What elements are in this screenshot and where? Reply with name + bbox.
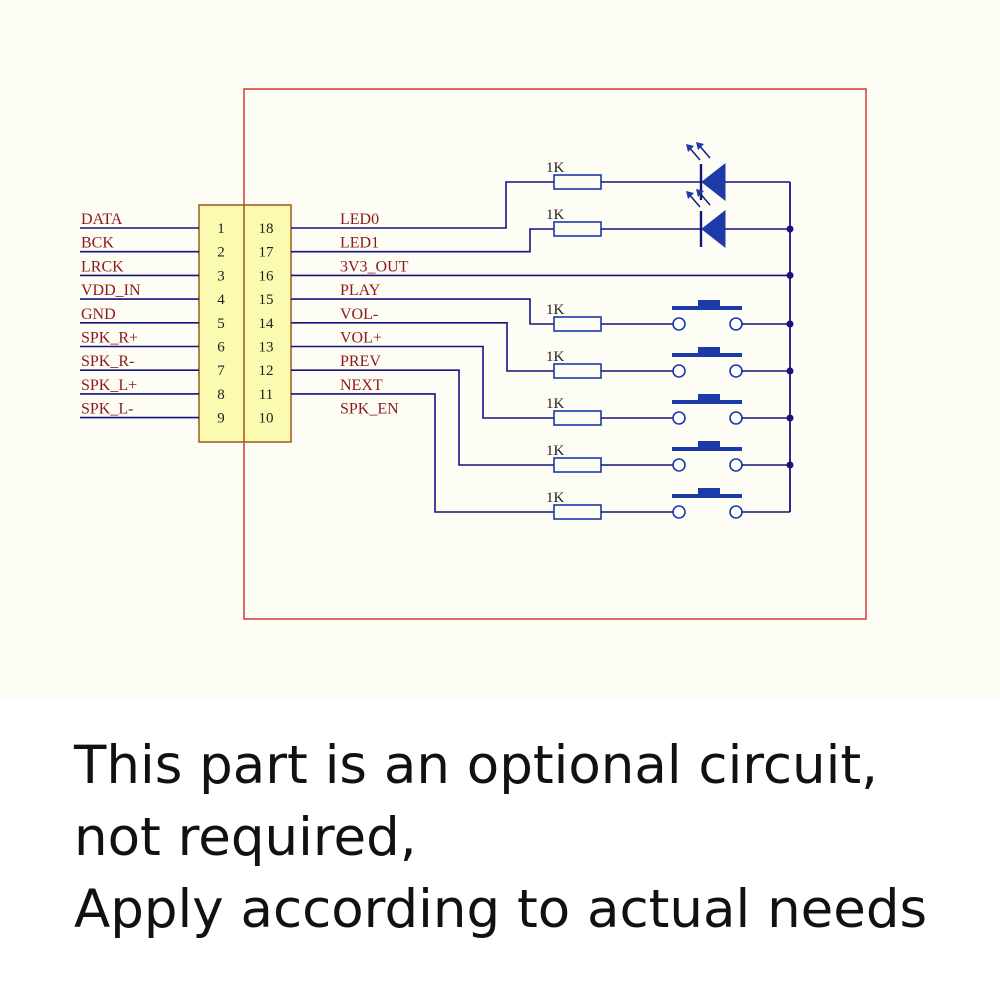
net-label-vol+: VOL+ xyxy=(340,330,382,347)
net-label-prev: PREV xyxy=(340,353,381,370)
resistor-led1-value: 1K xyxy=(546,207,565,223)
led-0-arrow-1 xyxy=(686,144,694,152)
resistor-button1-value: 1K xyxy=(546,349,565,365)
caption-line-2: not required, xyxy=(74,807,417,868)
net-label-3v3_out: 3V3_OUT xyxy=(340,258,409,275)
pin-number-7: 7 xyxy=(217,363,225,379)
resistor-button3 xyxy=(553,457,602,473)
pin-label-vdd_in: VDD_IN xyxy=(81,282,141,299)
net-label-next: NEXT xyxy=(340,377,383,394)
caption-line-3: Apply according to actual needs xyxy=(74,879,928,940)
resistor-button0 xyxy=(553,316,602,332)
pin-number-10: 10 xyxy=(259,411,274,427)
wire-led1 xyxy=(291,228,554,253)
pin-label-data: DATA xyxy=(81,211,123,228)
button-2-contact-left xyxy=(672,411,686,425)
resistor-button2-value: 1K xyxy=(546,396,565,412)
button-0-cap xyxy=(698,300,720,307)
pin-number-5: 5 xyxy=(217,316,225,332)
wire-button0 xyxy=(291,298,554,325)
resistor-button0-value: 1K xyxy=(546,302,565,318)
button-2-actuator xyxy=(672,400,742,404)
button-1-contact-left xyxy=(672,364,686,378)
led-0-arrow-2 xyxy=(696,142,704,150)
wire-button4 xyxy=(291,393,554,513)
button-1-contact-right xyxy=(729,364,743,378)
button-0-actuator xyxy=(672,306,742,310)
junction-dot-4 xyxy=(786,414,794,422)
pin-number-11: 11 xyxy=(259,387,273,403)
junction-dot-1 xyxy=(786,271,794,279)
pin-number-17: 17 xyxy=(259,245,275,261)
button-0-contact-left xyxy=(672,317,686,331)
pin-number-2: 2 xyxy=(217,245,225,261)
button-3-actuator xyxy=(672,447,742,451)
button-4-actuator xyxy=(672,494,742,498)
button-1-cap xyxy=(698,347,720,354)
junction-dot-3 xyxy=(786,367,794,375)
junction-dot-0 xyxy=(786,225,794,233)
button-2-contact-right xyxy=(729,411,743,425)
pin-number-8: 8 xyxy=(217,387,225,403)
pin-label-gnd: GND xyxy=(81,306,116,323)
button-4-contact-right xyxy=(729,505,743,519)
net-label-spk_en: SPK_EN xyxy=(340,401,399,418)
net-label-play: PLAY xyxy=(340,282,381,299)
pin-label-spk_r+: SPK_R+ xyxy=(81,330,138,347)
button-4-cap xyxy=(698,488,720,495)
resistor-button4 xyxy=(553,504,602,520)
resistor-button1 xyxy=(553,363,602,379)
button-2-cap xyxy=(698,394,720,401)
button-4-contact-left xyxy=(672,505,686,519)
pin-number-13: 13 xyxy=(259,340,274,356)
led-1-arrow-2 xyxy=(696,189,704,197)
junction-dot-5 xyxy=(786,461,794,469)
wire-led0 xyxy=(291,181,554,229)
led-diode-0 xyxy=(701,162,726,202)
pin-number-12: 12 xyxy=(259,363,274,379)
pin-label-lrck: LRCK xyxy=(81,258,124,275)
net-label-led1: LED1 xyxy=(340,235,379,252)
button-0-contact-right xyxy=(729,317,743,331)
resistor-led0-value: 1K xyxy=(546,160,565,176)
led-diode-1 xyxy=(701,209,726,249)
pin-label-spk_l+: SPK_L+ xyxy=(81,377,137,394)
net-label-led0: LED0 xyxy=(340,211,379,228)
pin-number-3: 3 xyxy=(217,268,225,284)
pin-number-1: 1 xyxy=(217,221,225,237)
pin-number-9: 9 xyxy=(217,411,225,427)
led-1-arrow-1 xyxy=(686,191,694,199)
button-3-contact-right xyxy=(729,458,743,472)
caption-line-1: This part is an optional circuit, xyxy=(74,735,879,796)
resistor-led1 xyxy=(553,221,602,237)
resistor-led0 xyxy=(553,174,602,190)
resistor-button4-value: 1K xyxy=(546,490,565,506)
resistor-button2 xyxy=(553,410,602,426)
wire-button3 xyxy=(291,369,554,466)
resistor-button3-value: 1K xyxy=(546,443,565,459)
net-label-vol-: VOL- xyxy=(340,306,378,323)
junction-dot-2 xyxy=(786,320,794,328)
wire-button2 xyxy=(291,345,554,419)
wire-button1 xyxy=(291,321,554,372)
pin-label-spk_r-: SPK_R- xyxy=(81,353,134,370)
pin-number-6: 6 xyxy=(217,340,225,356)
pin-number-18: 18 xyxy=(259,221,274,237)
pin-label-bck: BCK xyxy=(81,235,114,252)
caption: This part is an optional circuit, not re… xyxy=(74,730,974,980)
connector-header xyxy=(198,204,292,443)
pin-number-4: 4 xyxy=(217,292,225,308)
button-3-cap xyxy=(698,441,720,448)
pin-number-15: 15 xyxy=(259,292,274,308)
pin-number-16: 16 xyxy=(259,268,275,284)
pin-label-spk_l-: SPK_L- xyxy=(81,401,133,418)
button-1-actuator xyxy=(672,353,742,357)
pin-number-14: 14 xyxy=(259,316,275,332)
button-3-contact-left xyxy=(672,458,686,472)
